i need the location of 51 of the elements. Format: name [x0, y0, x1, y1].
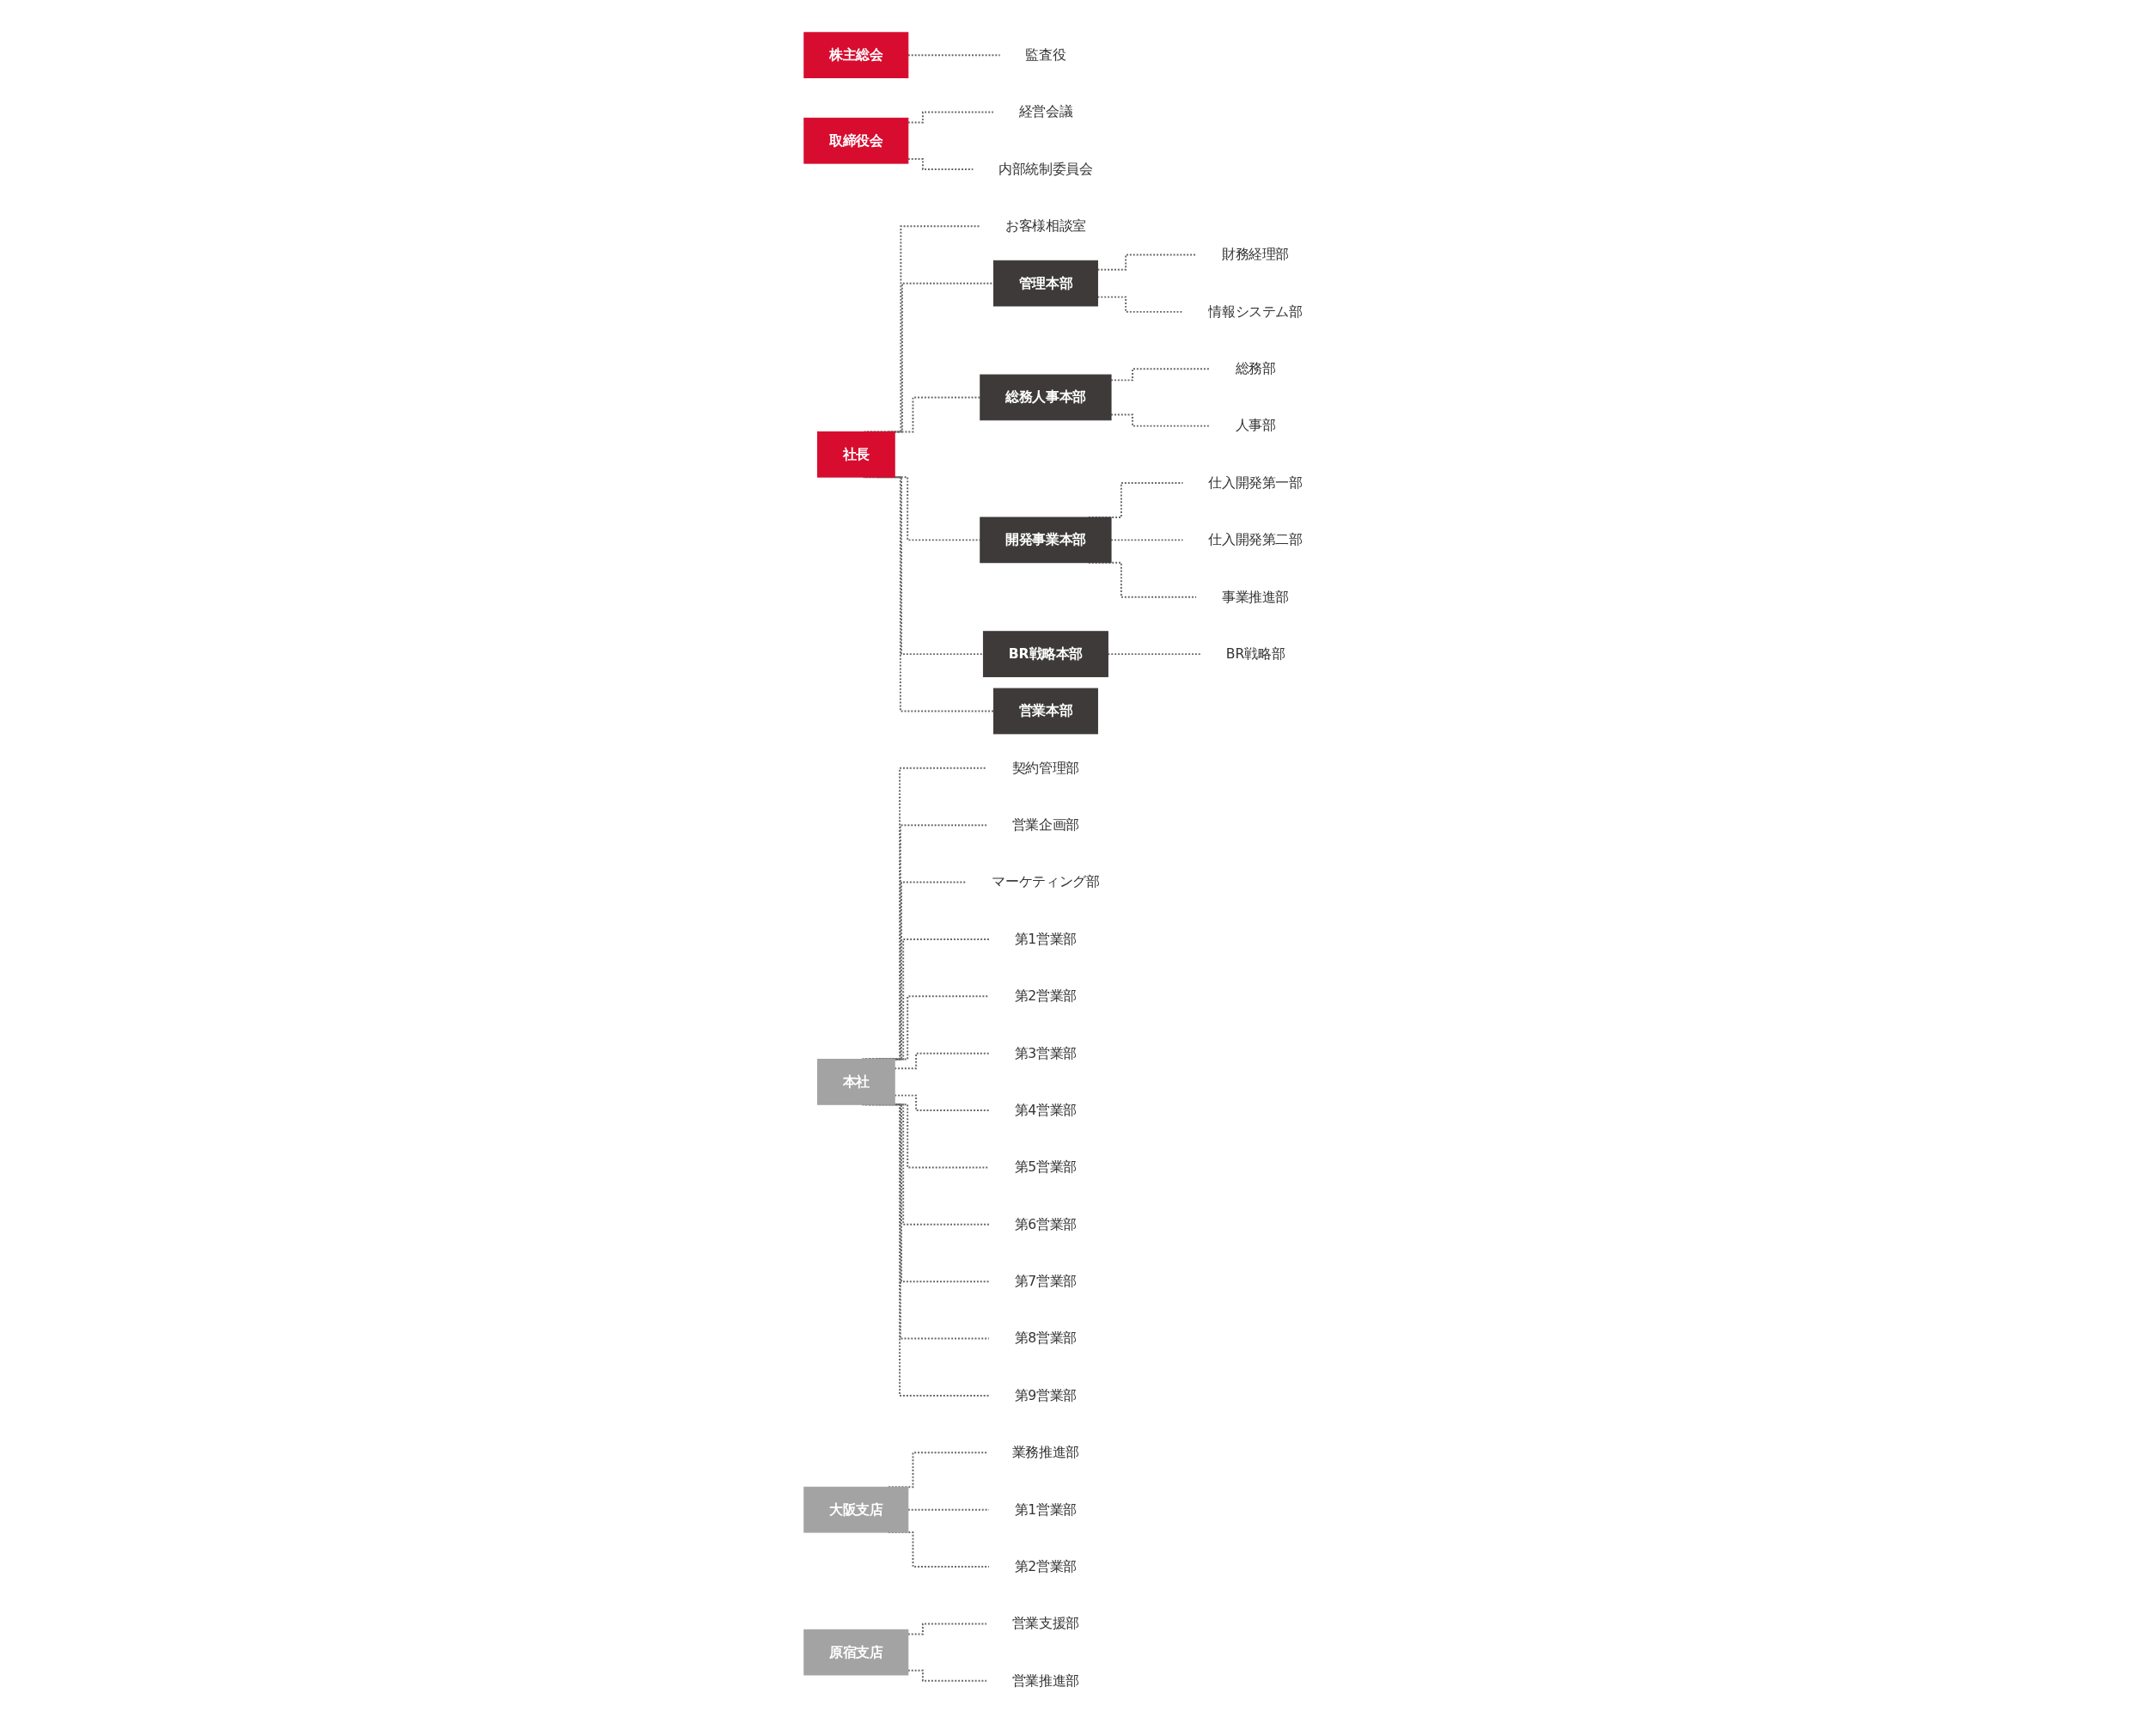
node-text: 第4営業部 — [1014, 1102, 1077, 1118]
node-text: 第7営業部 — [1014, 1273, 1077, 1289]
node-text: 第9営業部 — [1014, 1387, 1077, 1403]
node-text: 監査役 — [1025, 46, 1066, 63]
node-text: 財務経理部 — [1221, 246, 1289, 263]
node-box: 株主総会 — [803, 32, 908, 79]
node-text: 情報システム部 — [1207, 303, 1303, 320]
connector — [1109, 413, 1211, 427]
node-text: 契約管理部 — [1011, 760, 1079, 776]
node-text: 営業企画部 — [1011, 816, 1079, 833]
node-text: 第5営業部 — [1014, 1158, 1077, 1176]
node-text: 人事部 — [1235, 417, 1276, 434]
node-text: 総務部 — [1235, 360, 1276, 377]
node-box: 開発事業本部 — [979, 517, 1112, 564]
node-box: 大阪支店 — [803, 1486, 908, 1533]
node-box: BR戦略本部 — [982, 631, 1108, 677]
node-box: 総務人事本部 — [979, 374, 1112, 421]
node-box: 営業本部 — [992, 688, 1098, 735]
node-text: 第2営業部 — [1014, 987, 1077, 1005]
connector — [907, 158, 974, 170]
node-text: 第3営業部 — [1014, 1044, 1077, 1061]
node-text: お客様相談室 — [1004, 217, 1086, 235]
connector — [907, 1623, 988, 1635]
node-text: 第8営業部 — [1014, 1330, 1077, 1347]
node-box: 管理本部 — [992, 260, 1098, 307]
node-text: 第1営業部 — [1014, 931, 1077, 947]
connector — [1107, 653, 1202, 656]
node-text: 第6営業部 — [1014, 1216, 1077, 1232]
node-text: 第2営業部 — [1014, 1558, 1077, 1574]
connector — [1096, 254, 1198, 271]
node-text: 営業支援部 — [1011, 1615, 1079, 1632]
node-text: 営業推進部 — [1011, 1672, 1079, 1689]
node-text: 仕入開発第一部 — [1207, 474, 1303, 491]
node-text: 経営会議 — [1018, 103, 1072, 120]
connector — [1109, 368, 1211, 382]
node-box: 原宿支店 — [803, 1629, 908, 1676]
node-box: 取締役会 — [803, 117, 908, 164]
node-text: マーケティング部 — [992, 873, 1100, 890]
node-text: BR戦略部 — [1225, 645, 1285, 662]
node-text: 第1営業部 — [1014, 1501, 1077, 1518]
connector — [907, 1669, 988, 1682]
node-text: 事業推進部 — [1221, 588, 1289, 605]
node-text: 内部統制委員会 — [998, 161, 1093, 177]
connector — [1096, 296, 1184, 313]
node-box: 本社 — [816, 1059, 895, 1105]
node-box: 社長 — [816, 431, 895, 478]
connector — [893, 1052, 991, 1070]
connector — [893, 1094, 991, 1112]
node-text: 業務推進部 — [1011, 1444, 1079, 1461]
node-text: 仕入開発第二部 — [1207, 531, 1303, 548]
connector — [907, 111, 995, 124]
